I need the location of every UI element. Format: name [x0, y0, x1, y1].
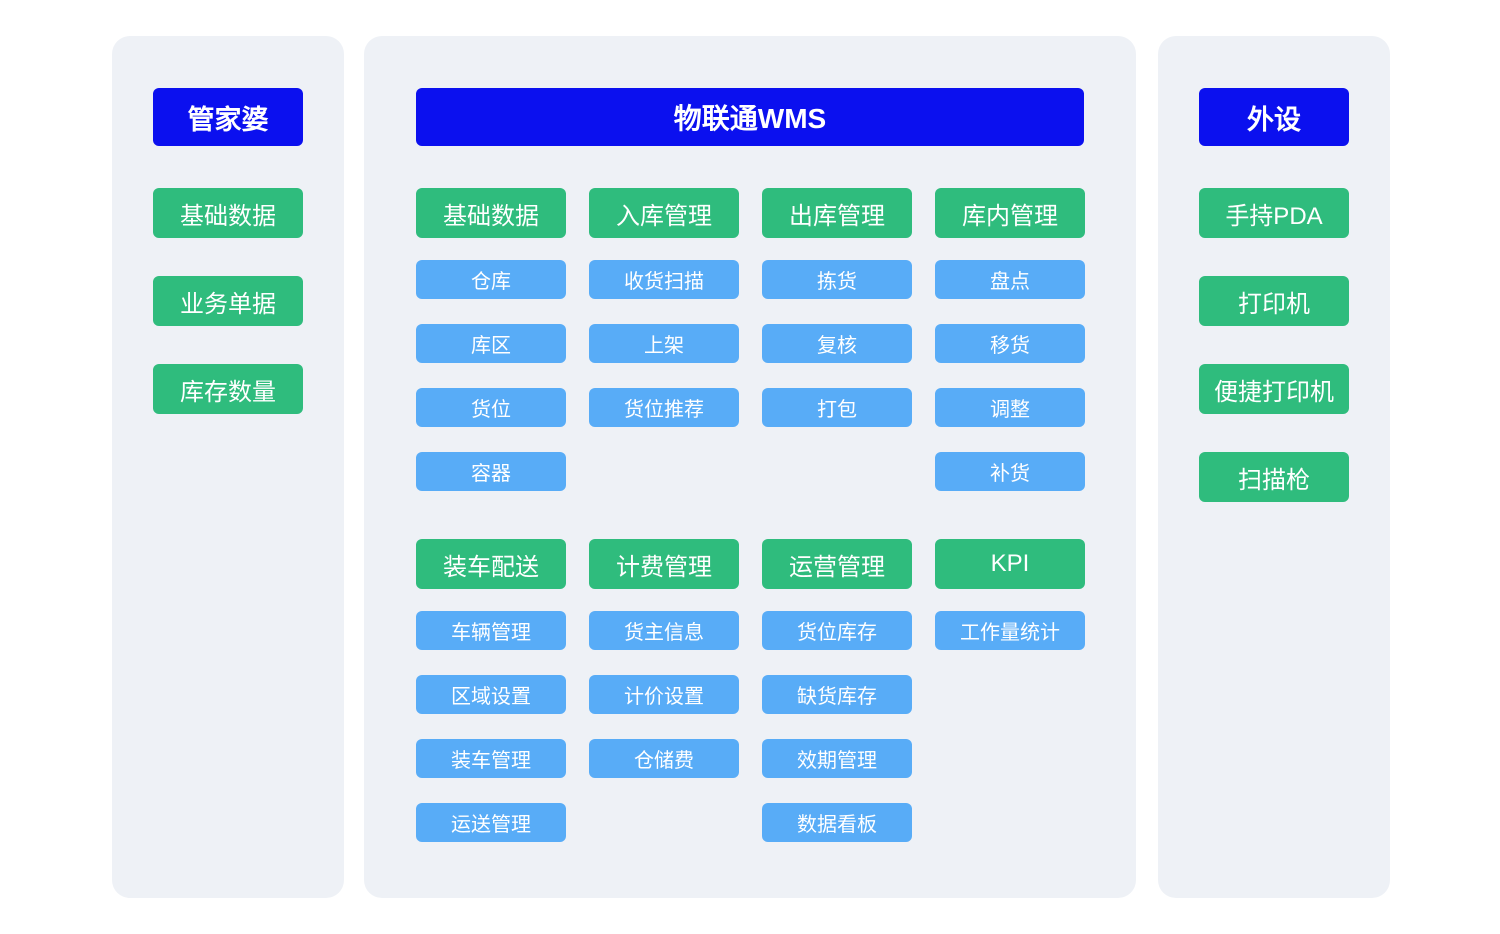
module-button: 车辆管理 — [416, 611, 566, 650]
module-button: 调整 — [935, 388, 1085, 427]
column-basic-data: 基础数据 仓库 库区 货位 容器 — [416, 188, 566, 516]
peripheral-item-scanner-gun: 扫描枪 — [1199, 452, 1349, 502]
category-header: 装车配送 — [416, 539, 566, 589]
wms-header: 物联通WMS — [416, 88, 1084, 146]
module-button: 工作量统计 — [935, 611, 1085, 650]
guanjiapo-header: 管家婆 — [153, 88, 303, 146]
column-inbound: 入库管理 收货扫描 上架 货位推荐 — [589, 188, 739, 516]
category-header: 运营管理 — [762, 539, 912, 589]
category-header: 入库管理 — [589, 188, 739, 238]
module-button: 打包 — [762, 388, 912, 427]
module-button: 盘点 — [935, 260, 1085, 299]
wms-panel: 物联通WMS 基础数据 仓库 库区 货位 容器 入库管理 收货扫描 上架 货位推… — [364, 36, 1136, 898]
peripherals-header: 外设 — [1199, 88, 1349, 146]
module-button: 收货扫描 — [589, 260, 739, 299]
column-in-warehouse: 库内管理 盘点 移货 调整 补货 — [935, 188, 1085, 516]
category-header: 出库管理 — [762, 188, 912, 238]
module-button: 货位推荐 — [589, 388, 739, 427]
module-button: 装车管理 — [416, 739, 566, 778]
module-button: 库区 — [416, 324, 566, 363]
wms-section-operations: 装车配送 车辆管理 区域设置 装车管理 运送管理 计费管理 货主信息 计价设置 … — [416, 539, 1085, 867]
peripheral-item-portable-printer: 便捷打印机 — [1199, 364, 1349, 414]
module-button: 货主信息 — [589, 611, 739, 650]
column-outbound: 出库管理 拣货 复核 打包 — [762, 188, 912, 516]
guanjiapo-item-inventory-qty: 库存数量 — [153, 364, 303, 414]
column-kpi: KPI 工作量统计 — [935, 539, 1085, 867]
category-header: 基础数据 — [416, 188, 566, 238]
peripheral-item-handheld-pda: 手持PDA — [1199, 188, 1349, 238]
module-button: 拣货 — [762, 260, 912, 299]
module-button: 缺货库存 — [762, 675, 912, 714]
module-button: 货位 — [416, 388, 566, 427]
wms-section-core: 基础数据 仓库 库区 货位 容器 入库管理 收货扫描 上架 货位推荐 出库管理 … — [416, 188, 1085, 516]
module-button: 效期管理 — [762, 739, 912, 778]
module-button: 货位库存 — [762, 611, 912, 650]
module-button: 运送管理 — [416, 803, 566, 842]
category-header: 计费管理 — [589, 539, 739, 589]
module-button: 补货 — [935, 452, 1085, 491]
column-operations: 运营管理 货位库存 缺货库存 效期管理 数据看板 — [762, 539, 912, 867]
column-loading-delivery: 装车配送 车辆管理 区域设置 装车管理 运送管理 — [416, 539, 566, 867]
peripherals-panel: 外设 手持PDA 打印机 便捷打印机 扫描枪 — [1158, 36, 1390, 898]
guanjiapo-item-business-orders: 业务单据 — [153, 276, 303, 326]
module-button: 仓库 — [416, 260, 566, 299]
module-button: 复核 — [762, 324, 912, 363]
category-header: 库内管理 — [935, 188, 1085, 238]
category-header: KPI — [935, 539, 1085, 589]
module-button: 数据看板 — [762, 803, 912, 842]
peripheral-item-printer: 打印机 — [1199, 276, 1349, 326]
module-button: 区域设置 — [416, 675, 566, 714]
guanjiapo-item-basic-data: 基础数据 — [153, 188, 303, 238]
module-button: 移货 — [935, 324, 1085, 363]
column-billing: 计费管理 货主信息 计价设置 仓储费 — [589, 539, 739, 867]
module-button: 容器 — [416, 452, 566, 491]
module-button: 计价设置 — [589, 675, 739, 714]
guanjiapo-panel: 管家婆 基础数据 业务单据 库存数量 — [112, 36, 344, 898]
module-button: 仓储费 — [589, 739, 739, 778]
module-button: 上架 — [589, 324, 739, 363]
